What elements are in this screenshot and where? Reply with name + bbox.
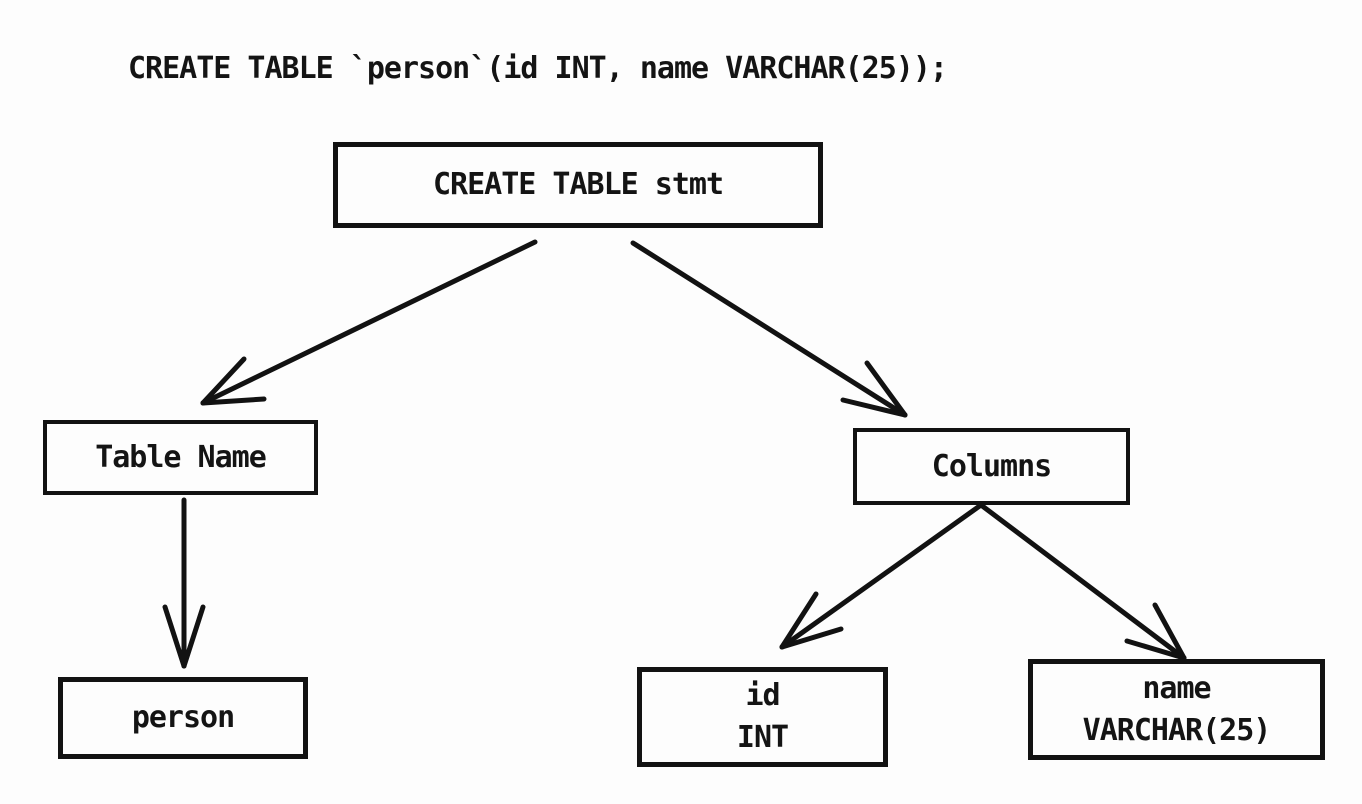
edge-columns-to-name xyxy=(978,502,1187,661)
node-id-column-name: id xyxy=(745,678,780,713)
node-person: person xyxy=(58,677,308,759)
node-person-label: person xyxy=(131,700,235,735)
node-create-table-stmt-label: CREATE TABLE stmt xyxy=(432,167,724,202)
node-id-column-type: INT xyxy=(736,720,789,755)
node-name-column-name: name xyxy=(1142,670,1211,706)
node-table-name-label: Table Name xyxy=(95,439,267,475)
edge-table-name-to-person xyxy=(162,497,206,669)
node-columns: Columns xyxy=(853,428,1130,505)
node-name-column-type: VARCHAR(25) xyxy=(1082,712,1272,748)
node-table-name: Table Name xyxy=(43,420,318,495)
node-name-column: name VARCHAR(25) xyxy=(1028,659,1325,760)
sql-statement-text: CREATE TABLE `person`(id INT, name VARCH… xyxy=(128,51,948,86)
node-columns-label: Columns xyxy=(931,448,1052,484)
edge-root-to-columns xyxy=(630,240,908,418)
node-id-column: id INT xyxy=(637,667,888,767)
edge-columns-to-id xyxy=(779,502,984,650)
node-create-table-stmt: CREATE TABLE stmt xyxy=(333,142,823,228)
edge-root-to-table-name xyxy=(200,239,538,406)
